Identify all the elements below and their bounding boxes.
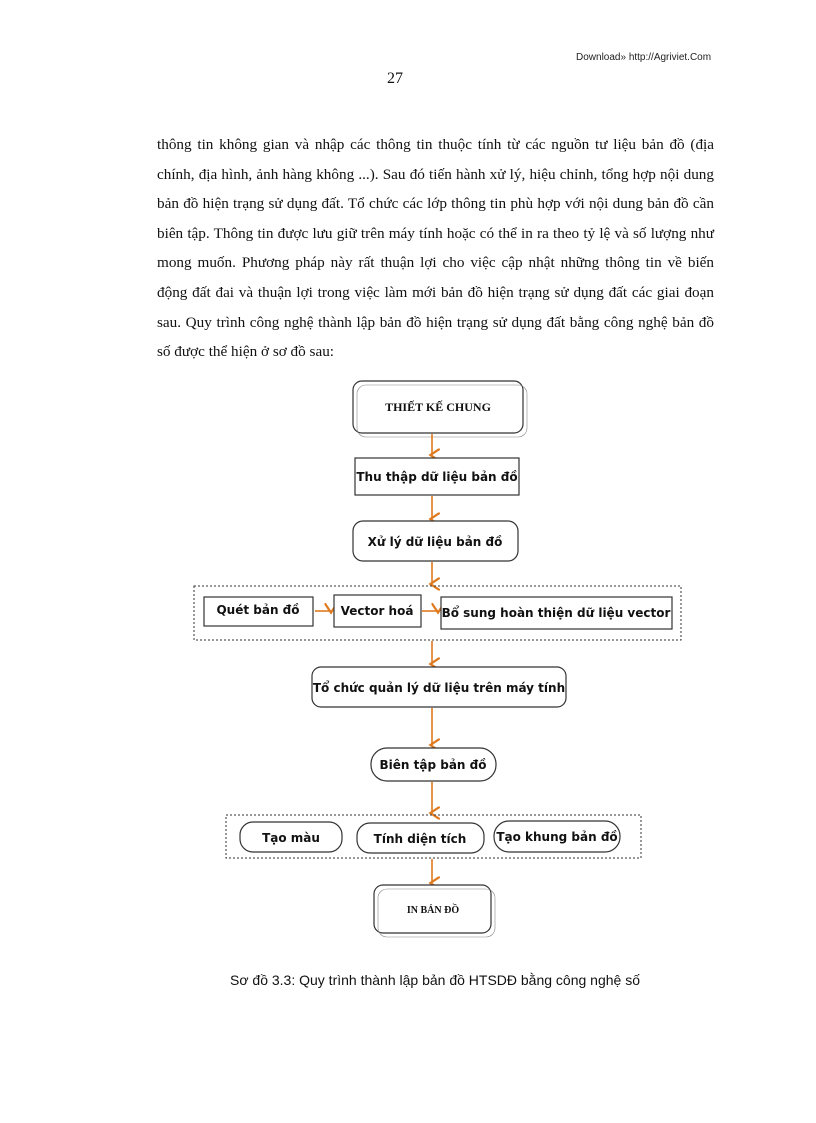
label-bien-tap: Biên tập bản đồ [380,758,487,772]
box-thu-thap: Thu thập dữ liệu bản đồ [354,457,520,496]
label-bo-sung: Bổ sung hoàn thiện dữ liệu vector [442,605,671,620]
label-xu-ly: Xử lý dữ liệu bản đồ [368,535,503,549]
label-in-ban-do: IN BẢN ĐỒ [407,903,459,916]
box-quet-ban-do: Quét bản đồ [203,596,314,627]
group-finish-border [225,814,642,859]
label-tao-khung: Tạo khung bản đồ [496,830,617,844]
box-bo-sung: Bổ sung hoàn thiện dữ liệu vector [440,596,673,630]
box-vector-hoa: Vector hoá [333,594,422,628]
label-thiet-ke-chung: THIẾT KẾ CHUNG [385,399,491,414]
label-to-chuc: Tổ chức quản lý dữ liệu trên máy tính [313,680,565,695]
box-tao-khung: Tạo khung bản đồ [493,820,621,853]
label-quet-ban-do: Quét bản đồ [216,603,299,617]
label-tao-mau: Tạo màu [262,831,320,845]
label-tinh-dien-tich: Tính diện tích [374,832,467,846]
box-tao-mau: Tạo màu [239,821,343,853]
box-to-chuc: Tổ chức quản lý dữ liệu trên máy tính [311,666,567,708]
group-vectorize-border [193,585,682,641]
box-in-ban-do: IN BẢN ĐỒ [373,884,496,938]
figure-caption: Sơ đồ 3.3: Quy trình thành lập bản đồ HT… [230,972,640,988]
label-vector-hoa: Vector hoá [341,604,414,618]
label-thu-thap: Thu thập dữ liệu bản đồ [356,470,517,484]
box-bien-tap: Biên tập bản đồ [370,747,497,782]
page-number: 27 [387,70,403,87]
box-xu-ly: Xử lý dữ liệu bản đồ [352,520,519,562]
box-tinh-dien-tich: Tính diện tích [356,822,485,854]
download-link-text: Download» http://Agriviet.Com [576,52,712,63]
box-thiet-ke-chung: THIẾT KẾ CHUNG [352,380,528,438]
body-paragraph: thông tin không gian và nhập các thông t… [157,136,714,361]
